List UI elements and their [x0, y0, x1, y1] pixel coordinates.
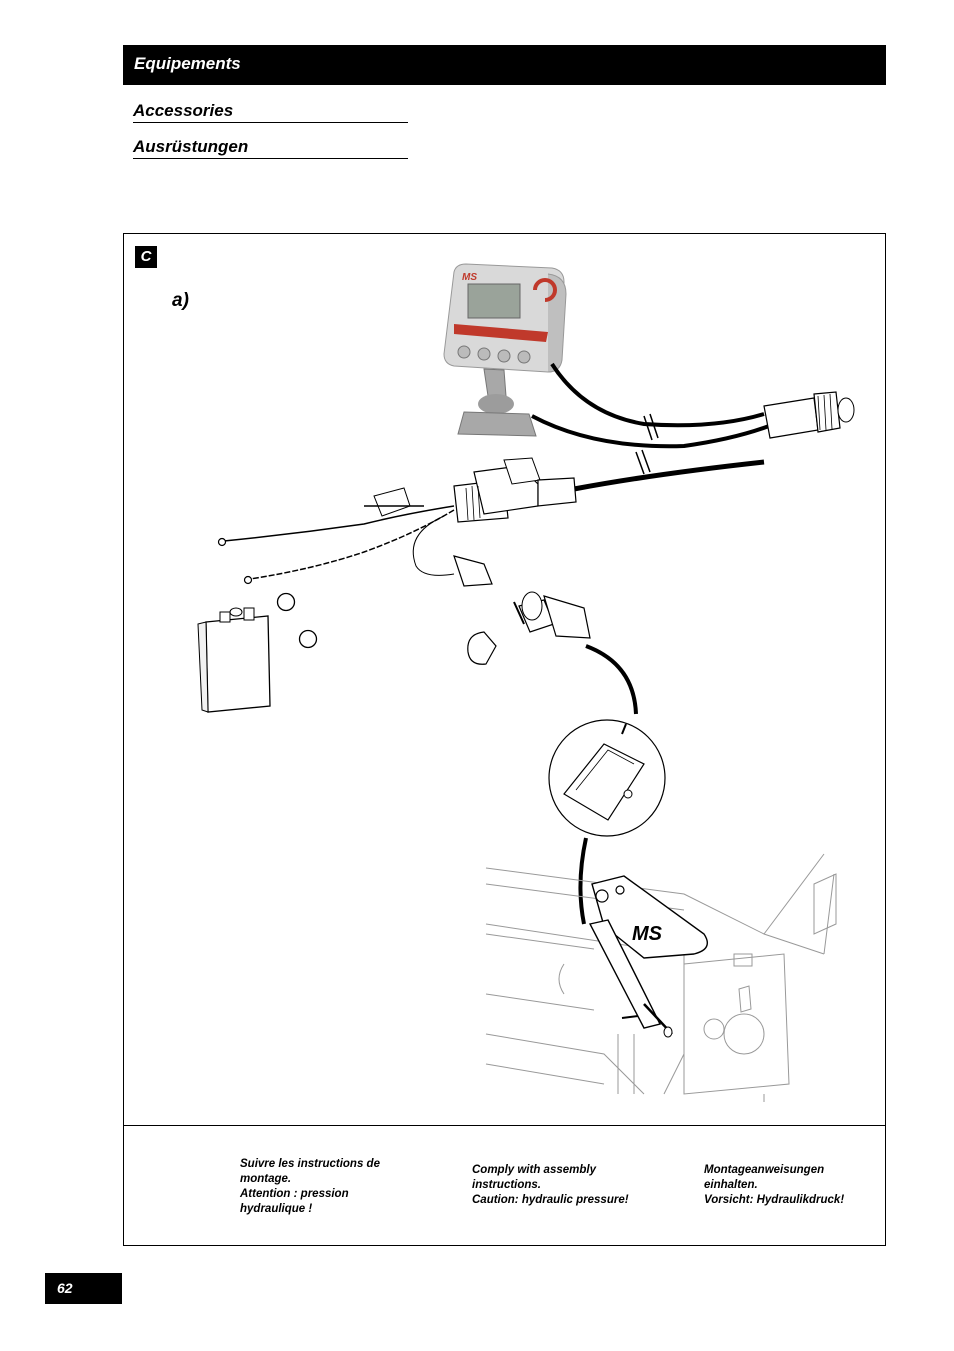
machine-drawing [485, 853, 837, 1102]
sensor-plug-icon [467, 591, 591, 665]
wiring-illustration: MS [197, 263, 855, 1102]
warning-text-de: Montageanweisungen einhalten. Vorsicht: … [704, 1164, 845, 1206]
polarity-marker-negative [298, 629, 318, 649]
page-number-box: 62 [45, 1273, 122, 1304]
fuse-holder-icon [364, 487, 424, 517]
junction-box-icon [548, 719, 666, 837]
frame-divider [124, 1125, 885, 1126]
sensor-bracket-icon: MS [588, 875, 708, 1038]
warning-text-en: Comply with assembly instructions. Cauti… [472, 1164, 629, 1206]
illustration-frame: C a) MS [123, 233, 886, 1246]
header-bar: Equipements [123, 45, 886, 85]
polarity-marker-positive [276, 592, 296, 612]
right-connector-icon [763, 391, 855, 439]
header-title: Equipements [134, 54, 241, 73]
subtitle-english: Accessories [133, 101, 408, 123]
monitor-display-icon: MS [443, 263, 567, 437]
main-plug-icon [453, 457, 577, 523]
warning-text-fr: Suivre les instructions de montage. Atte… [240, 1158, 380, 1215]
bracket-logo: MS [632, 923, 663, 945]
battery-icon [197, 607, 271, 713]
page-number: 62 [57, 1280, 73, 1296]
section-badge: C [135, 246, 157, 268]
subtitle-german: Ausrüstungen [133, 137, 408, 159]
monitor-logo: MS [462, 272, 477, 283]
sub-label: a) [172, 290, 189, 311]
